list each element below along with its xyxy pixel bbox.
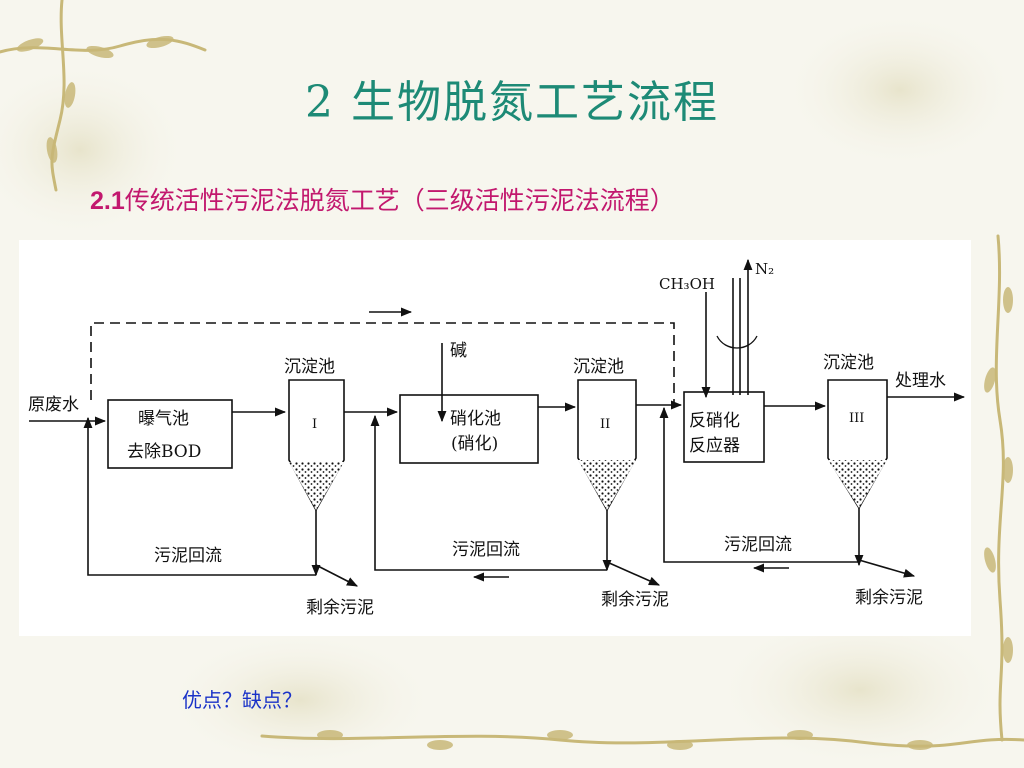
sludge-return-2-label: 污泥回流 — [452, 540, 520, 560]
excess-sludge-3-arrow — [858, 559, 916, 578]
discussion-question: 优点？缺点？ — [182, 688, 302, 712]
denitrification-reactor — [683, 391, 765, 463]
mixing-swirl — [716, 335, 758, 349]
aeration-tank — [107, 399, 233, 469]
clarifier-3-numeral: III — [849, 411, 865, 426]
process-flow-diagram: 原废水 曝气池 去除BOD 沉淀池 I 碱 硝化池 (硝化) 沉淀池 II CH… — [19, 240, 971, 636]
slide-title: 2 生物脱氮工艺流程 — [305, 77, 719, 128]
excess-sludge-2-label: 剩余污泥 — [601, 590, 669, 610]
clarifier-1-numeral: I — [312, 417, 318, 432]
excess-sludge-2-arrow — [606, 561, 661, 586]
clarifier-3-label: 沉淀池 — [823, 353, 874, 373]
nitrification-tank — [399, 394, 539, 464]
bypass-dashed-line — [90, 322, 675, 402]
clarifier-1-label: 沉淀池 — [284, 357, 335, 377]
excess-sludge-1-label: 剩余污泥 — [306, 598, 374, 618]
excess-sludge-1-arrow — [315, 564, 358, 587]
clarifier-2-label: 沉淀池 — [573, 357, 624, 377]
sludge-return-1-label: 污泥回流 — [154, 546, 222, 566]
nitrification-label-2: (硝化) — [451, 434, 499, 454]
denitrification-label-2: 反应器 — [689, 436, 740, 456]
sludge-return-3 — [659, 406, 859, 563]
outlet-label: 处理水 — [895, 371, 946, 391]
denitrification-label-1: 反硝化 — [689, 411, 740, 431]
clarifier-2-numeral: II — [600, 417, 611, 432]
subtitle-number: 2.1 — [90, 187, 125, 215]
excess-sludge-3-label: 剩余污泥 — [855, 588, 923, 608]
slide-subtitle: 2.1传统活性污泥法脱氮工艺（三级活性污泥法流程） — [90, 181, 675, 217]
methanol-label: CH₃OH — [659, 275, 715, 293]
sludge-return-2 — [370, 414, 607, 571]
inlet-label: 原废水 — [28, 395, 79, 415]
nitrification-label-1: 硝化池 — [450, 409, 501, 429]
sludge-return-1 — [83, 416, 316, 576]
aeration-label-1: 曝气池 — [138, 409, 189, 429]
sludge-return-3-label: 污泥回流 — [724, 535, 792, 555]
nitrogen-label: N₂ — [755, 260, 775, 278]
alkali-label: 碱 — [450, 341, 467, 361]
aeration-label-2: 去除BOD — [127, 442, 202, 462]
subtitle-text: 传统活性污泥法脱氮工艺（三级活性污泥法流程） — [124, 186, 675, 215]
